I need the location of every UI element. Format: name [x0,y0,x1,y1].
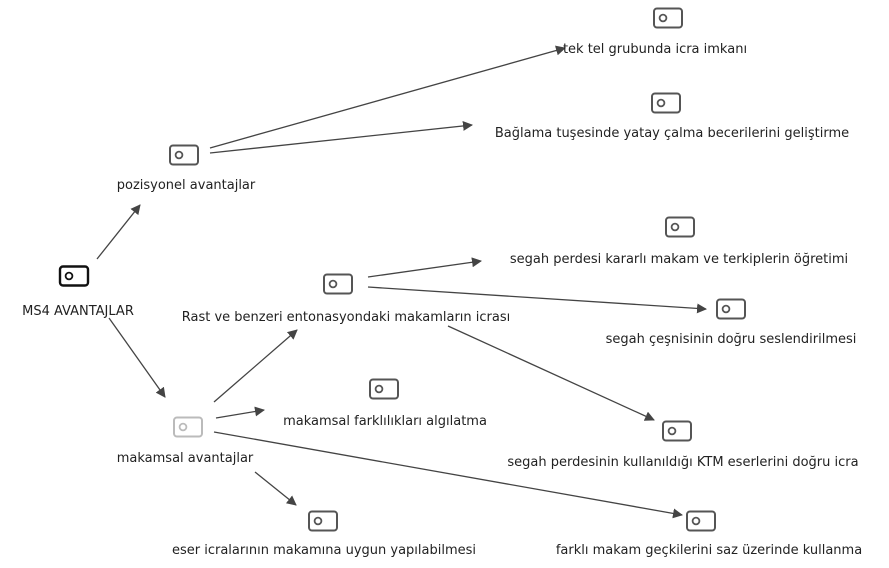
tag-icon [651,92,681,114]
tag-icon [686,510,716,532]
tag-icon [665,216,695,238]
edge-makamsal-to-gecki [213,431,683,519]
tag-icon [369,378,399,400]
tag-icon [173,416,203,438]
edge-rast-to-segah_cesni [367,286,707,314]
tag-icon [662,420,692,442]
node-label-makamsal: makamsal avantajlar [116,451,254,466]
node-label-tek-tel: tek tel grubunda icra imkanı [562,42,748,57]
tag-icon [716,298,746,320]
tag-icon [169,144,199,166]
edges-layer [96,45,707,519]
edge-pozisyonel-to-baglama [209,120,473,154]
tag-icon [323,273,353,295]
edge-rast-to-segah_ktm [447,325,655,421]
edge-root-to-pozisyonel [96,204,141,260]
tag-icon [58,265,90,287]
tag-icon [653,7,683,29]
icons-layer [58,7,746,532]
node-label-root: MS4 AVANTAJLAR [22,304,134,319]
edge-makamsal-to-farklilik [215,406,265,419]
node-label-baglama: Bağlama tuşesinde yatay çalma becerileri… [494,126,850,141]
edge-makamsal-to-eser [254,471,297,506]
node-label-segah-kararli: segah perdesi kararlı makam ve terkipler… [509,252,849,267]
node-label-farklilik: makamsal farklılıkları algılatma [283,414,487,429]
edge-makamsal-to-rast [213,329,298,403]
tag-icon [308,510,338,532]
node-label-gecki: farklı makam geçkilerini saz üzerinde ku… [555,543,863,558]
node-label-pozisyonel: pozisyonel avantajlar [116,178,256,193]
edge-rast-to-segah_kararli [367,257,482,278]
edge-pozisyonel-to-tek_tel [209,45,566,149]
node-label-eser: eser icralarının makamına uygun yapılabi… [171,543,477,558]
node-label-segah-cesni: segah çeşnisinin doğru seslendirilmesi [605,332,857,347]
edge-root-to-makamsal [108,317,166,398]
node-label-rast: Rast ve benzeri entonasyondaki makamları… [181,310,511,325]
node-label-segah-ktm: segah perdesinin kullanıldığı KTM eserle… [507,455,859,470]
